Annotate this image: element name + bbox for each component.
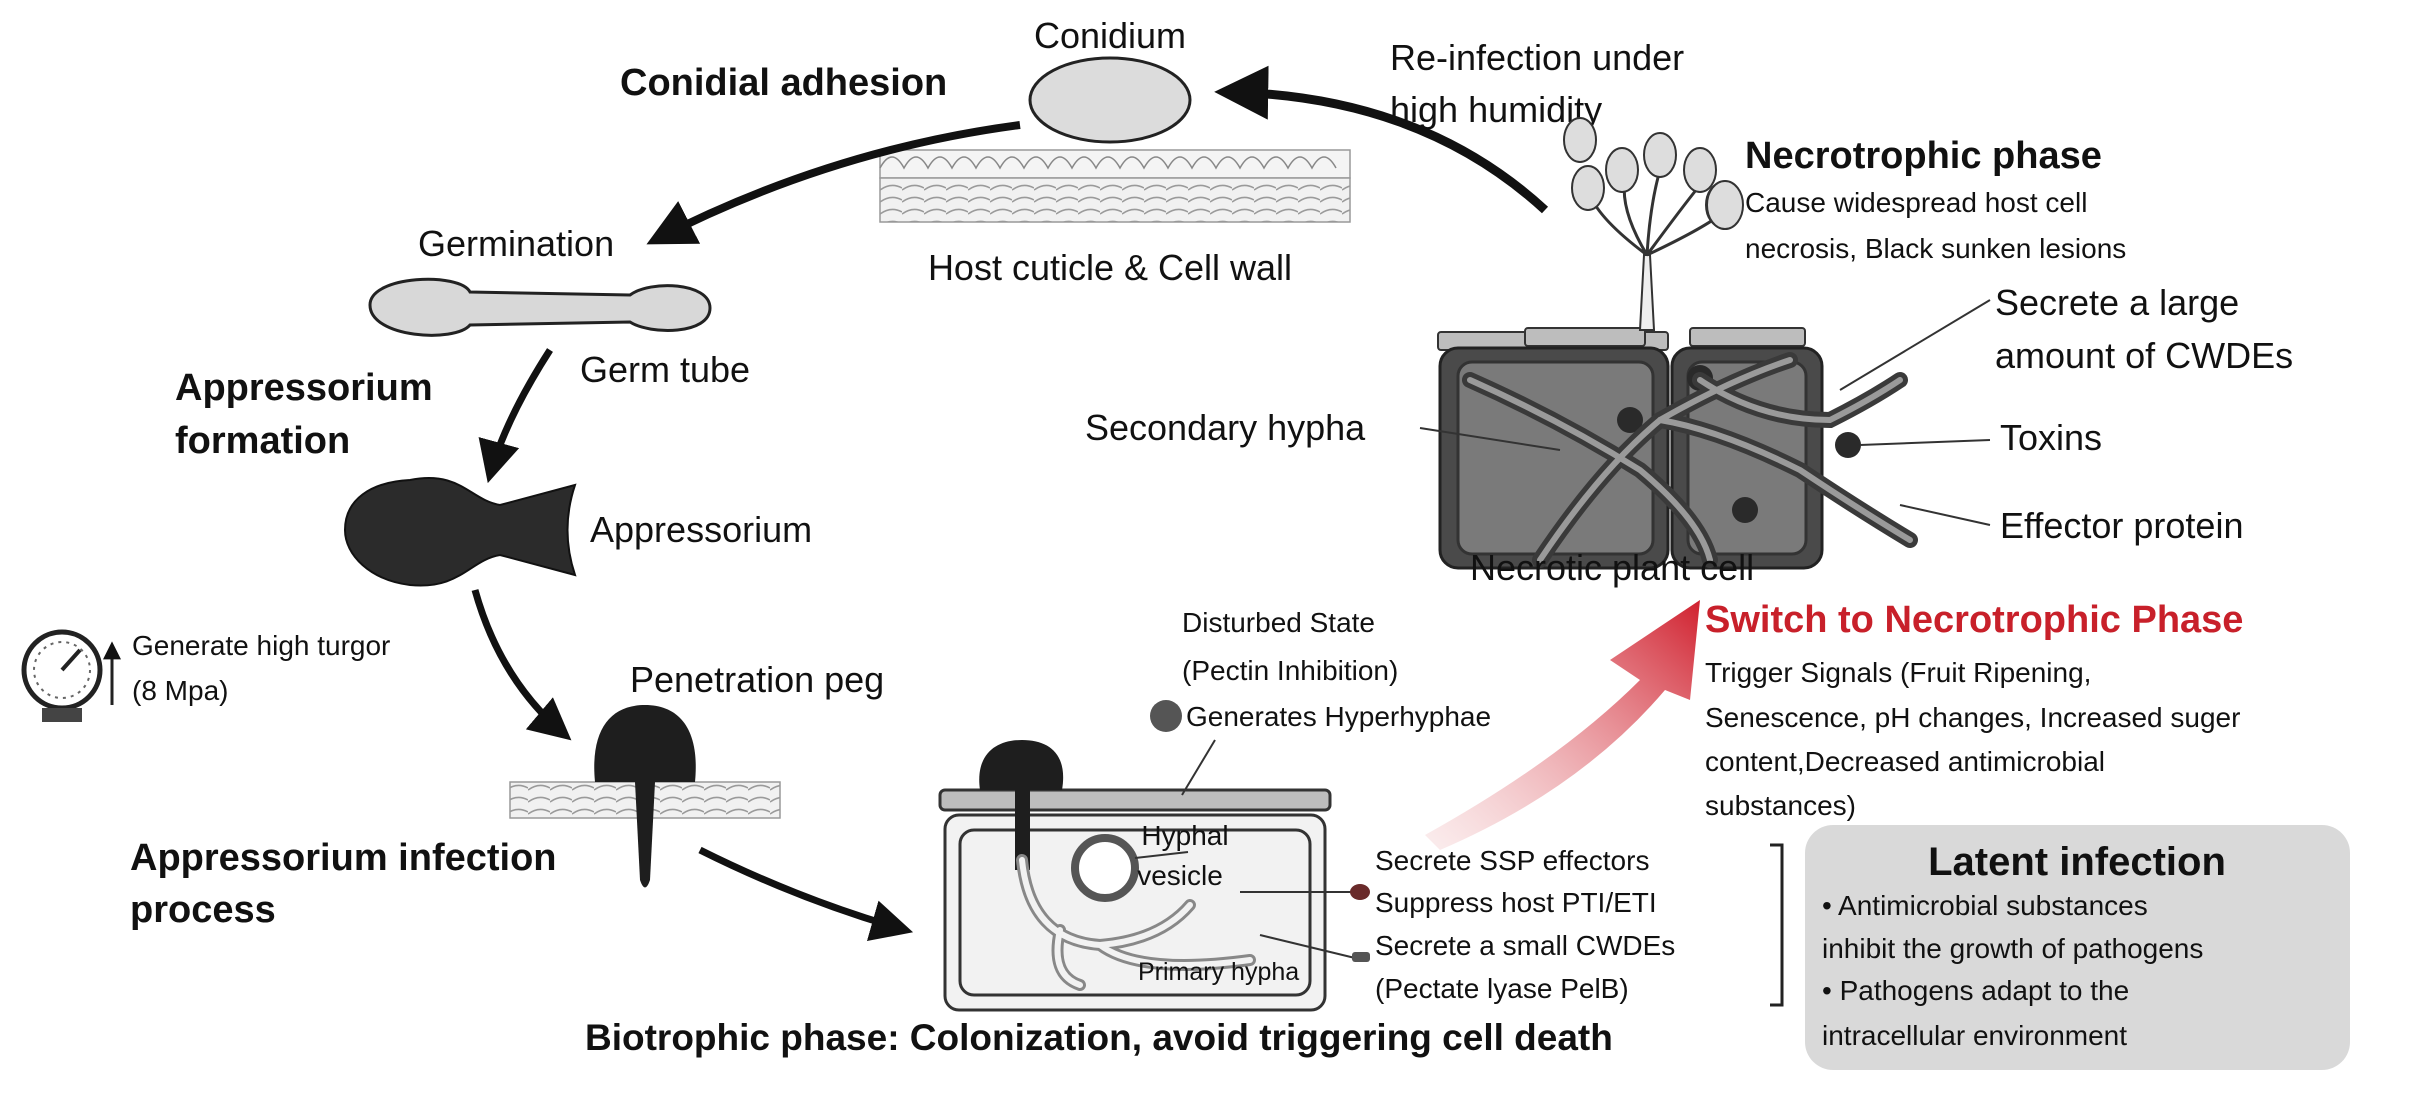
pectate-label: (Pectate lyase PelB) [1375, 973, 1629, 1004]
biotrophic-cell-wall [938, 788, 1332, 812]
small-cwdes-label: Secrete a small CWDEs [1375, 930, 1675, 961]
conidium-shape [1028, 56, 1192, 144]
appressorium-formation-label-1: Appressorium [175, 367, 433, 409]
germination-label: Germination [418, 223, 614, 264]
switch-title: Switch to Necrotrophic Phase [1705, 599, 2243, 641]
biotrophic-caption: Biotrophic phase: Colonization, avoid tr… [585, 1017, 1613, 1058]
secondary-hyphae-inner [1467, 357, 1913, 563]
appressorium-shape [343, 477, 577, 587]
effector-label: Effector protein [2000, 505, 2243, 546]
switch-line4: substances) [1705, 790, 1856, 821]
germ-tube-label: Germ tube [580, 349, 750, 390]
conidium-label: Conidium [1034, 15, 1186, 56]
secondary-hypha-pointer [1419, 427, 1561, 451]
appressorium-formation-label-2: formation [175, 420, 350, 462]
cell-wall-layer [879, 177, 1351, 223]
reinfection-label-1: Re-infection under [1390, 37, 1684, 78]
hyphal-vesicle-shape [1071, 834, 1139, 902]
secondary-hypha-label: Secondary hypha [1085, 407, 1366, 448]
appressorium-label: Appressorium [590, 509, 812, 550]
switch-line2: Senescence, pH changes, Increased suger [1705, 702, 2240, 733]
latent-title: Latent infection [1928, 840, 2226, 884]
infection-process-label-1: Appressorium infection [130, 837, 557, 879]
necrotic-cells [1437, 327, 1861, 570]
hyphal-vesicle-pointer [1134, 851, 1189, 859]
toxins-label: Toxins [2000, 417, 2102, 458]
ssp-dot [1350, 884, 1370, 900]
effector-pointer [1899, 504, 1991, 526]
germ-tube-shape [368, 277, 712, 337]
necrotrophic-desc-1: Cause widespread host cell [1745, 187, 2087, 218]
released-conidium [1706, 180, 1744, 230]
latent-bullet1-line1: • Antimicrobial substances [1822, 890, 2148, 921]
turgor-label-1: Generate high turgor [132, 630, 390, 661]
penetration-peg-shape [594, 705, 696, 782]
cwdes-label-2: amount of CWDEs [1995, 335, 2293, 376]
cuticle-loop-pattern [879, 156, 1337, 170]
turgor-label-2: (8 Mpa) [132, 675, 228, 706]
cwdes-label-1: Secrete a large [1995, 282, 2239, 323]
switch-arrow [1425, 600, 1700, 850]
cuticle-loops [879, 149, 1351, 179]
germination-arrow [478, 348, 553, 484]
biotrophic-peg [979, 740, 1064, 790]
latent-bullet2-line2: intracellular environment [1822, 1020, 2127, 1051]
suppress-label: Suppress host PTI/ETI [1375, 887, 1657, 918]
cwde-pointer [1259, 934, 1356, 959]
biotrophic-cell-inner [958, 828, 1312, 997]
disturbed-label-3: Generates Hyperhyphae [1186, 701, 1491, 732]
conidial-adhesion-label: Conidial adhesion [620, 62, 947, 104]
primary-hypha-label: Primary hypha [1138, 958, 1299, 986]
cwde-dot [1352, 952, 1370, 962]
hyperhyphae-dot [1150, 700, 1182, 732]
latent-infection-box [1805, 825, 2350, 1070]
hyphal-vesicle-label-2: vesicle [1137, 860, 1223, 891]
switch-line1: Trigger Signals (Fruit Ripening, [1705, 657, 2091, 688]
ssp-label: Secrete SSP effectors [1375, 845, 1649, 876]
appressorium-arrow [471, 589, 572, 741]
reinfection-arrow [1214, 65, 1549, 214]
hyphal-vesicle-label-1: Hyphal [1141, 820, 1228, 851]
switch-line3: content,Decreased antimicrobial [1705, 746, 2105, 777]
host-cuticle-label: Host cuticle & Cell wall [928, 247, 1292, 288]
biotrophic-peg-stalk [1015, 790, 1030, 870]
pressure-gauge-icon [21, 629, 121, 722]
cwdes-pointer [1839, 299, 1991, 391]
latent-bullet1-line2: inhibit the growth of pathogens [1822, 933, 2203, 964]
necrotrophic-title: Necrotrophic phase [1745, 135, 2102, 177]
reinfection-label-2: high humidity [1390, 89, 1602, 130]
latent-bullet2-line1: • Pathogens adapt to the [1822, 975, 2129, 1006]
disturbed-label-1: Disturbed State [1182, 607, 1375, 638]
primary-hypha-outline [1019, 857, 1253, 988]
penetration-peg-label: Penetration peg [630, 659, 884, 700]
effector-bracket [1770, 843, 1784, 1007]
disturbed-pointer [1181, 739, 1216, 796]
adhesion-arrow [646, 121, 1021, 245]
disturbed-label-2: (Pectin Inhibition) [1182, 655, 1398, 686]
penetration-arrow [698, 846, 914, 941]
necrotrophic-desc-2: necrosis, Black sunken lesions [1745, 233, 2126, 264]
necrotic-cell-label: Necrotic plant cell [1470, 547, 1754, 588]
penetration-peg-stalk [635, 782, 655, 888]
toxins-pointer [1859, 439, 1991, 446]
infection-process-label-2: process [130, 889, 276, 931]
